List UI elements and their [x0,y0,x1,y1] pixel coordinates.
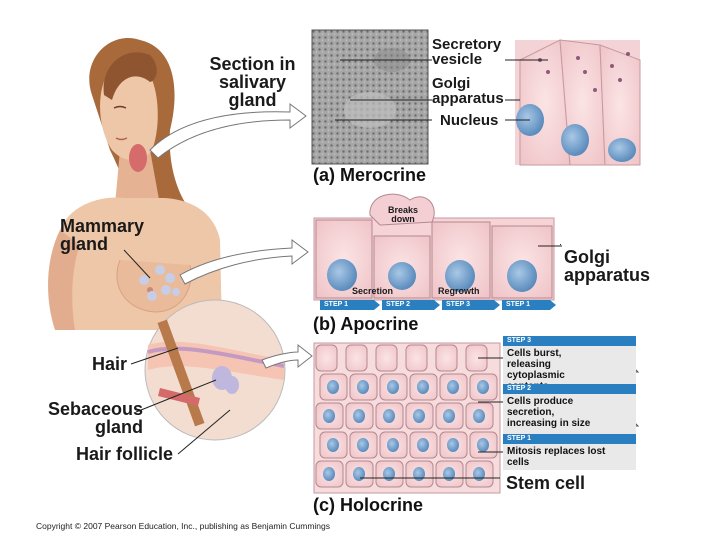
holocrine-step-2-heading: STEP 2 [503,384,636,394]
sebaceous-gland-label: Sebaceous gland [47,399,143,437]
holocrine-step-3-box: STEP 3 Cells burst, releasing cytoplasmi… [503,336,636,392]
holocrine-step-1-box: STEP 1 Mitosis replaces lost cells [503,434,636,470]
body-leader-lines [123,249,231,455]
caption-merocrine: (a) Merocrine [313,165,427,185]
holocrine-cell [375,344,398,372]
holocrine-nucleus [447,380,459,394]
pointer-arrows [149,103,313,369]
stem-cell-label: Stem cell [506,473,586,493]
salivary-gland-tissue [129,144,147,172]
holocrine-nucleus [417,438,429,452]
apocrine-step-3: STEP 3 [442,300,500,310]
holocrine-nucleus [353,467,365,481]
holocrine-step-2-box: STEP 2 Cells produce secretion, increasi… [503,384,636,438]
hair-label: Hair [92,354,128,374]
hair-follicle-label: Hair follicle [76,444,174,464]
holocrine-panel [313,342,501,494]
merocrine-panel [311,29,641,166]
apocrine-step-1-repeat: STEP 1 [502,300,556,310]
hair-follicle-inset [144,299,286,441]
apocrine-panel [313,193,562,301]
holocrine-nucleus [447,438,459,452]
holocrine-step-1-heading: STEP 1 [503,434,636,444]
holocrine-cell [315,344,338,372]
copyright-notice: Copyright © 2007 Pearson Education, Inc.… [36,521,331,531]
secretion-label: Secretion [352,286,394,296]
section-in-salivary-gland-label: Section in salivary gland [209,54,296,110]
golgi-apparatus-label-a: Golgi apparatus [432,75,504,107]
apocrine-step-1: STEP 1 [320,300,380,310]
holocrine-nucleus [357,380,369,394]
merocrine-cells [516,39,641,166]
breaks-down-label: Breaks down [387,205,419,224]
holocrine-cell [345,344,368,372]
holocrine-nucleus [473,467,485,481]
holocrine-nucleus [327,438,339,452]
holocrine-cell [405,344,428,372]
apocrine-step-2: STEP 2 [382,300,440,310]
holocrine-nucleus [443,409,455,423]
mammary-gland-label: Mammary gland [60,216,145,254]
holocrine-nucleus [357,438,369,452]
holocrine-nucleus [323,409,335,423]
holocrine-cell [435,344,458,372]
holocrine-nucleus [353,409,365,423]
holocrine-nucleus [387,438,399,452]
holocrine-nucleus [477,438,489,452]
holocrine-nucleus [383,467,395,481]
holocrine-nucleus [383,409,395,423]
holocrine-nucleus [417,380,429,394]
holocrine-leader-lines [478,357,503,453]
female-figure [48,38,222,330]
holocrine-step-1-text: Mitosis replaces lost cells [507,446,606,468]
regrowth-label: Regrowth [438,286,480,296]
golgi-apparatus-label-b: Golgi apparatus [564,247,651,285]
holocrine-nucleus [327,380,339,394]
caption-holocrine: (c) Holocrine [313,495,424,515]
caption-apocrine: (b) Apocrine [313,314,419,334]
holocrine-nucleus [477,380,489,394]
holocrine-nucleus [387,380,399,394]
holocrine-step-3-heading: STEP 3 [503,336,636,346]
secretory-vesicle-label: Secretory vesicle [432,36,502,68]
holocrine-step-2-text: Cells produce secretion, increasing in s… [507,396,591,429]
holocrine-nucleus [413,467,425,481]
mammary-gland-lobes [139,265,180,301]
nucleus-label: Nucleus [440,112,499,129]
holocrine-nucleus [323,467,335,481]
breaking-apex [369,193,435,226]
holocrine-nucleus [473,409,485,423]
holocrine-nucleus [443,467,455,481]
holocrine-nucleus [413,409,425,423]
